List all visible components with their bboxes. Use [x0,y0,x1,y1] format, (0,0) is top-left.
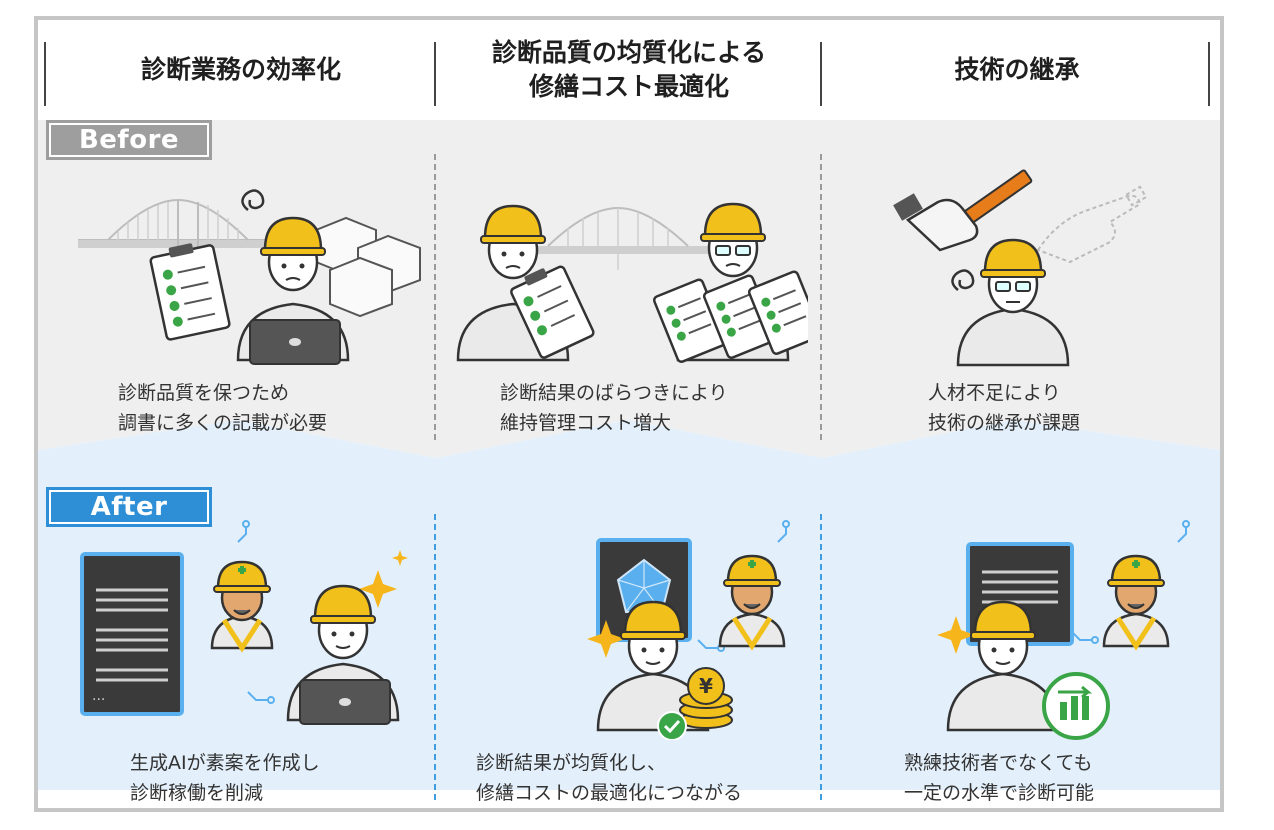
illustration-uniform-quality: ¥ [587,520,790,740]
ai-document-panel-icon: ... [80,552,184,716]
yen-coin-stack-icon: ¥ [679,667,733,729]
ai-circuit-icon [237,520,275,704]
column-title-efficiency: 診断業務の効率化 [140,55,341,84]
before-column-divider [820,154,822,440]
worry-swirl-icon [241,189,265,211]
illustration-standard-diagnosis [937,520,1190,740]
worker-with-glasses-icon [956,238,1070,367]
sparkle-icon [937,616,975,654]
worker-icon [946,600,1060,732]
column-title-quality: 診断品質の均質化による修繕コスト最適化 [491,38,767,101]
illustration-two-inspectors [456,202,808,363]
after-tag: After [46,487,212,527]
veteran-advisor-icon [718,554,786,651]
before-caption-quality: 診断結果のばらつきにより維持管理コスト増大 [500,382,728,434]
after-caption-efficiency: 生成AIが素案を作成し診断稼働を削減 [130,752,320,804]
column-headers: 診断業務の効率化 診断品質の均質化による修繕コスト最適化 技術の継承 [38,20,1220,120]
before-background [38,120,1220,458]
veteran-advisor-icon [210,560,274,653]
worry-swirl-icon [951,269,975,291]
laptop-icon [299,679,391,725]
paper-stack-icon [315,216,421,318]
checklist-clipboard-icon [149,243,231,341]
before-tag: Before [46,120,212,160]
header-divider [1208,42,1210,106]
illustration-ai-draft: ... [80,520,408,725]
after-column-divider [434,514,436,800]
before-caption-succession: 人材不足により技術の継承が課題 [928,382,1081,434]
veteran-advisor-icon [1102,554,1170,651]
header-divider [44,42,46,106]
illustration-worker-with-documents [78,189,421,365]
bridge-icon [528,206,728,270]
infographic-frame: 診断業務の効率化 診断品質の均質化による修繕コスト最適化 技術の継承 Befor… [34,16,1224,812]
before-caption-efficiency: 診断品質を保つため調書に多くの記載が必要 [118,382,328,434]
header-divider [434,42,436,106]
svg-text:...: ... [92,688,105,704]
yen-symbol: ¥ [699,674,713,698]
illustration-skill-handover [893,169,1148,367]
column-title-succession: 技術の継承 [954,55,1080,84]
fading-hand-icon [1036,185,1148,264]
worker-icon [596,600,710,732]
after-caption-quality: 診断結果が均質化し、修繕コストの最適化につながる [476,752,743,804]
checklist-clipboard-icon [510,265,595,359]
laptop-icon [249,319,341,365]
ai-circuit-icon [1071,520,1190,644]
header-divider [820,42,822,106]
hand-with-ruler-icon [893,169,1033,252]
growth-chart-badge-icon [1042,672,1110,740]
check-circle-icon [657,711,687,740]
sparkle-icon [587,620,625,658]
before-column-divider [434,154,436,440]
after-caption-succession: 熟練技術者でなくても一定の水準で診断可能 [904,752,1095,804]
sparkle-icon [359,550,408,608]
checklist-clipboard-icon [747,270,808,355]
after-column-divider [820,514,822,800]
